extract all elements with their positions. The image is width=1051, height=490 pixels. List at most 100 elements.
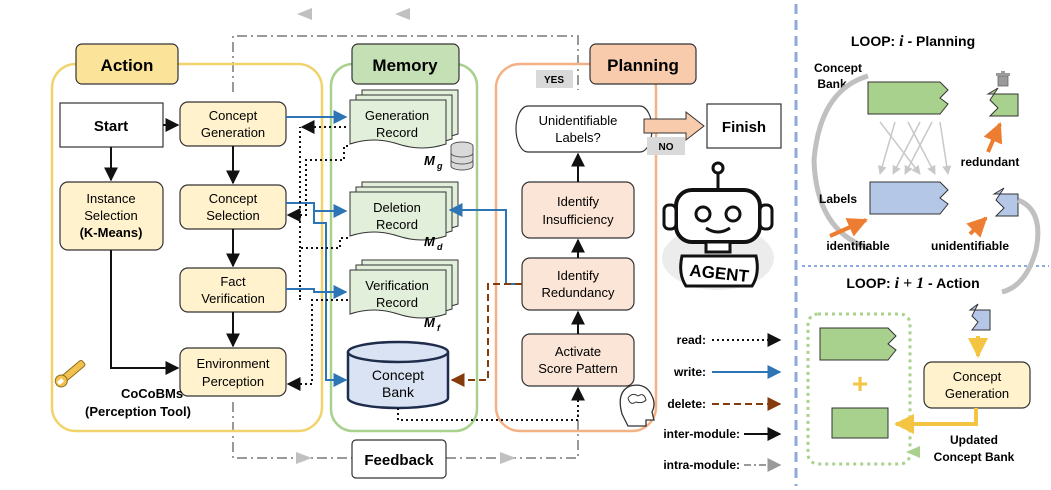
redundant-concept-block — [986, 87, 1019, 117]
svg-text:Concept: Concept — [209, 108, 258, 123]
svg-text:Labels?: Labels? — [555, 130, 601, 145]
loop-planning-title: LOOP: i - Planning — [851, 33, 975, 50]
svg-text:Record: Record — [376, 125, 418, 140]
legend: read: write: delete: inter-module: intra… — [663, 333, 782, 472]
svg-text:Generation: Generation — [201, 125, 265, 140]
svg-text:f: f — [437, 323, 441, 333]
legend-delete: delete: — [667, 397, 706, 411]
deletion-record-doc: Deletion Record M d — [349, 181, 459, 252]
start-box: Start — [59, 102, 164, 148]
identifiable-arrow — [829, 218, 868, 238]
loop-action-title: LOOP: i + 1 - Action — [846, 275, 979, 292]
svg-text:Concept: Concept — [953, 369, 1002, 384]
planning-write-arrow — [448, 203, 522, 285]
svg-text:Record: Record — [376, 295, 418, 310]
action-title-tab — [75, 43, 179, 85]
planning-title-tab — [589, 43, 697, 85]
loop-concept-bank-label-2: Bank — [817, 77, 847, 91]
identifiable-label: identifiable — [826, 239, 890, 253]
agent-robot-icon: AGENT — [662, 161, 774, 290]
loop-concept-bank-label-1: Concept — [814, 61, 862, 75]
unidentifiable-arrow — [966, 216, 988, 238]
labels-label: Labels — [819, 192, 857, 206]
action-arrows — [104, 118, 240, 375]
tool-label-line2: (Perception Tool) — [85, 404, 191, 419]
trash-icon — [996, 71, 1010, 87]
svg-text:Insufficiency: Insufficiency — [542, 212, 614, 227]
updated-bank-existing-block — [819, 327, 897, 361]
svg-text:Score Pattern: Score Pattern — [538, 361, 618, 376]
svg-text:g: g — [436, 161, 443, 171]
redundant-arrow — [983, 122, 1003, 153]
instance-selection-box: Instance Selection (K-Means) — [59, 181, 164, 251]
yes-badge: YES — [536, 70, 573, 88]
no-badge: NO — [647, 137, 685, 155]
svg-text:Selection: Selection — [84, 208, 137, 223]
loop-concept-bank-block — [867, 81, 949, 115]
unidentifiable-curve-arrow — [1001, 197, 1041, 295]
read-arrows — [286, 120, 348, 391]
activate-score-box: Activate Score Pattern — [521, 333, 635, 387]
svg-text:Activate: Activate — [555, 344, 601, 359]
legend-write: write: — [673, 365, 706, 379]
svg-text:d: d — [437, 242, 443, 252]
redundant-label: redundant — [961, 155, 1020, 169]
loop-concept-generation-box: Concept Generation — [923, 361, 1031, 409]
svg-text:M: M — [424, 234, 436, 249]
svg-text:Generation: Generation — [945, 386, 1009, 401]
legend-inter-module: inter-module: — [663, 427, 740, 441]
concept-bank-cylinder: Concept Bank — [346, 340, 450, 410]
fact-verification-box: Fact Verification — [179, 267, 287, 313]
svg-text:Start: Start — [94, 118, 128, 135]
feedback-box: Feedback — [351, 439, 447, 479]
svg-text:M: M — [424, 153, 436, 168]
svg-text:Identify: Identify — [557, 194, 599, 209]
plus-sign: + — [852, 368, 868, 399]
database-icon — [450, 141, 474, 171]
svg-text:Deletion: Deletion — [373, 200, 421, 215]
svg-text:Environment: Environment — [197, 356, 270, 371]
svg-text:Concept: Concept — [209, 191, 258, 206]
svg-text:Redundancy: Redundancy — [542, 285, 615, 300]
unidentifiable-label-block — [992, 187, 1019, 217]
svg-text:LOOP: i - Planning: LOOP: i - Planning — [851, 33, 975, 50]
updated-bank-label-2: Concept Bank — [934, 450, 1015, 464]
delete-arrow — [450, 283, 522, 387]
concept-selection-box: Concept Selection — [179, 184, 287, 230]
legend-read: read: — [677, 333, 706, 347]
identify-redundancy-box: Identify Redundancy — [521, 257, 635, 311]
svg-text:Generation: Generation — [365, 108, 429, 123]
brain-head-icon — [619, 384, 655, 427]
unidentifiable-decision: Unidentifiable Labels? — [515, 105, 653, 153]
to-bank-arrow — [894, 408, 978, 434]
svg-text:Perception: Perception — [202, 374, 264, 389]
environment-perception-box: Environment Perception — [179, 347, 287, 397]
bank-read-arrow — [397, 386, 585, 421]
concept-generation-box: Concept Generation — [179, 101, 287, 147]
updated-bank-frame — [806, 312, 912, 466]
svg-text:M: M — [424, 315, 436, 330]
carried-label-block — [968, 303, 991, 331]
memory-title-tab — [351, 43, 460, 85]
svg-text:Concept: Concept — [372, 367, 424, 383]
svg-text:Record: Record — [376, 217, 418, 232]
svg-text:Bank: Bank — [382, 384, 415, 400]
wrench-icon — [54, 359, 86, 388]
svg-text:Feedback: Feedback — [364, 452, 434, 469]
svg-text:Verification: Verification — [365, 278, 429, 293]
svg-text:NO: NO — [659, 142, 674, 153]
verification-record-doc: Verification Record M f — [349, 259, 459, 333]
identify-insufficiency-box: Identify Insufficiency — [521, 181, 635, 239]
memory-title: Memory — [372, 56, 438, 75]
svg-text:YES: YES — [544, 75, 564, 86]
finish-box: Finish — [706, 103, 782, 149]
memory-module: Memory — [329, 43, 479, 433]
mapping-lines — [877, 121, 952, 175]
svg-text:Fact: Fact — [220, 274, 246, 289]
legend-intra-module: intra-module: — [663, 458, 740, 472]
svg-text:(K-Means): (K-Means) — [80, 225, 143, 240]
unidentifiable-label: unidentifiable — [931, 239, 1009, 253]
action-module: Action — [50, 43, 324, 433]
svg-text:LOOP: i + 1 - Action: LOOP: i + 1 - Action — [846, 275, 979, 292]
